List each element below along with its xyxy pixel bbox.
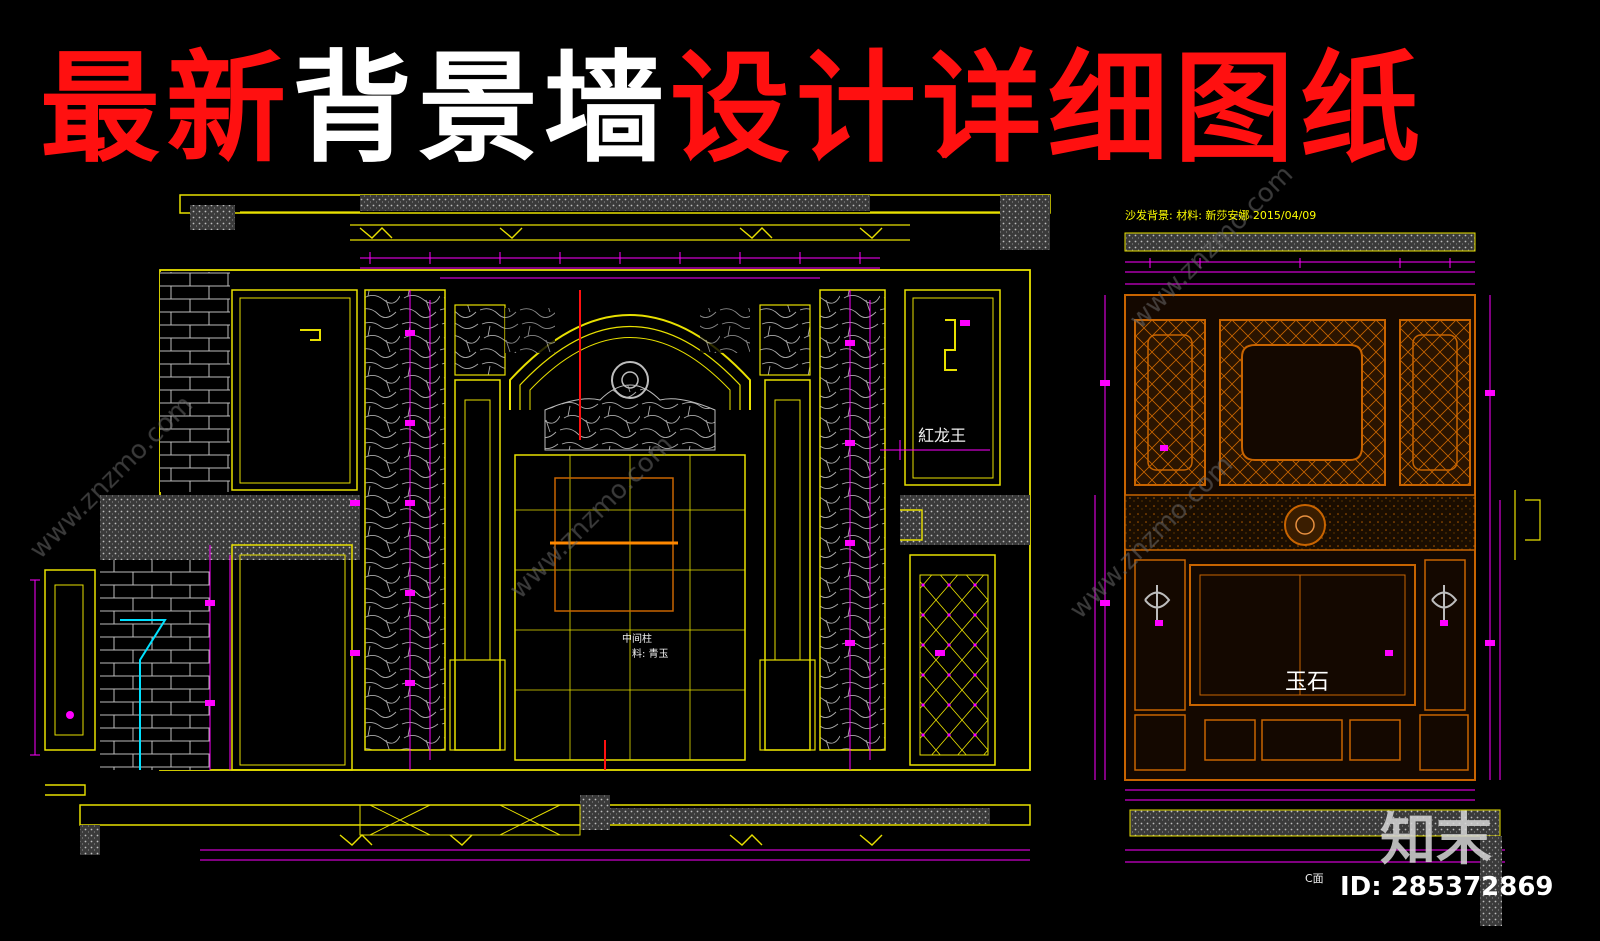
label-center-material: 料: 青玉 xyxy=(632,649,669,660)
stone-pilaster-right xyxy=(819,289,886,751)
top-plan-granite xyxy=(360,195,870,211)
right-drawing-footer: C面 xyxy=(1305,872,1324,885)
carved-crest xyxy=(544,384,716,451)
granite-beam-right xyxy=(900,495,1030,545)
page-title: 最新 背景墙 设计详细图纸 xyxy=(40,18,1426,179)
arch xyxy=(509,314,751,410)
top-plan-column xyxy=(1000,195,1050,250)
top-plan-corner xyxy=(190,205,235,230)
quilted-panel xyxy=(919,574,989,756)
image-id: ID: 285372869 xyxy=(1340,872,1554,902)
floor-plan xyxy=(1129,809,1501,837)
watermark-url: www.znzmo.com xyxy=(504,430,679,605)
left-elevation xyxy=(30,194,1051,861)
label-red-dragon-stone: 紅龙王 xyxy=(918,426,967,445)
title-part-design-drawings: 设计详细图纸 xyxy=(670,38,1426,179)
stone-pilaster-left xyxy=(364,289,446,751)
title-part-background-wall: 背景墙 xyxy=(292,38,670,179)
label-center-panel: 中间柱 xyxy=(622,634,652,645)
wall-lamp-icon xyxy=(1431,585,1458,625)
rosette-icon xyxy=(1284,504,1326,546)
jade-panel xyxy=(1189,564,1416,706)
granite-beam-left xyxy=(100,495,360,560)
ceiling-plan xyxy=(1124,232,1476,252)
title-part-latest: 最新 xyxy=(40,38,292,179)
label-jade: 玉石 xyxy=(1285,670,1330,695)
wall-lamp-icon xyxy=(1144,585,1171,625)
brand-watermark: 知末 xyxy=(1380,808,1492,873)
brick-wall xyxy=(160,272,230,492)
brick-wall-lower xyxy=(100,560,210,770)
rosette-icon xyxy=(611,361,649,399)
right-elevation xyxy=(1094,232,1541,926)
right-drawing-header: 沙发背景: 材料: 新莎安娜 2015/04/09 xyxy=(1125,209,1317,222)
